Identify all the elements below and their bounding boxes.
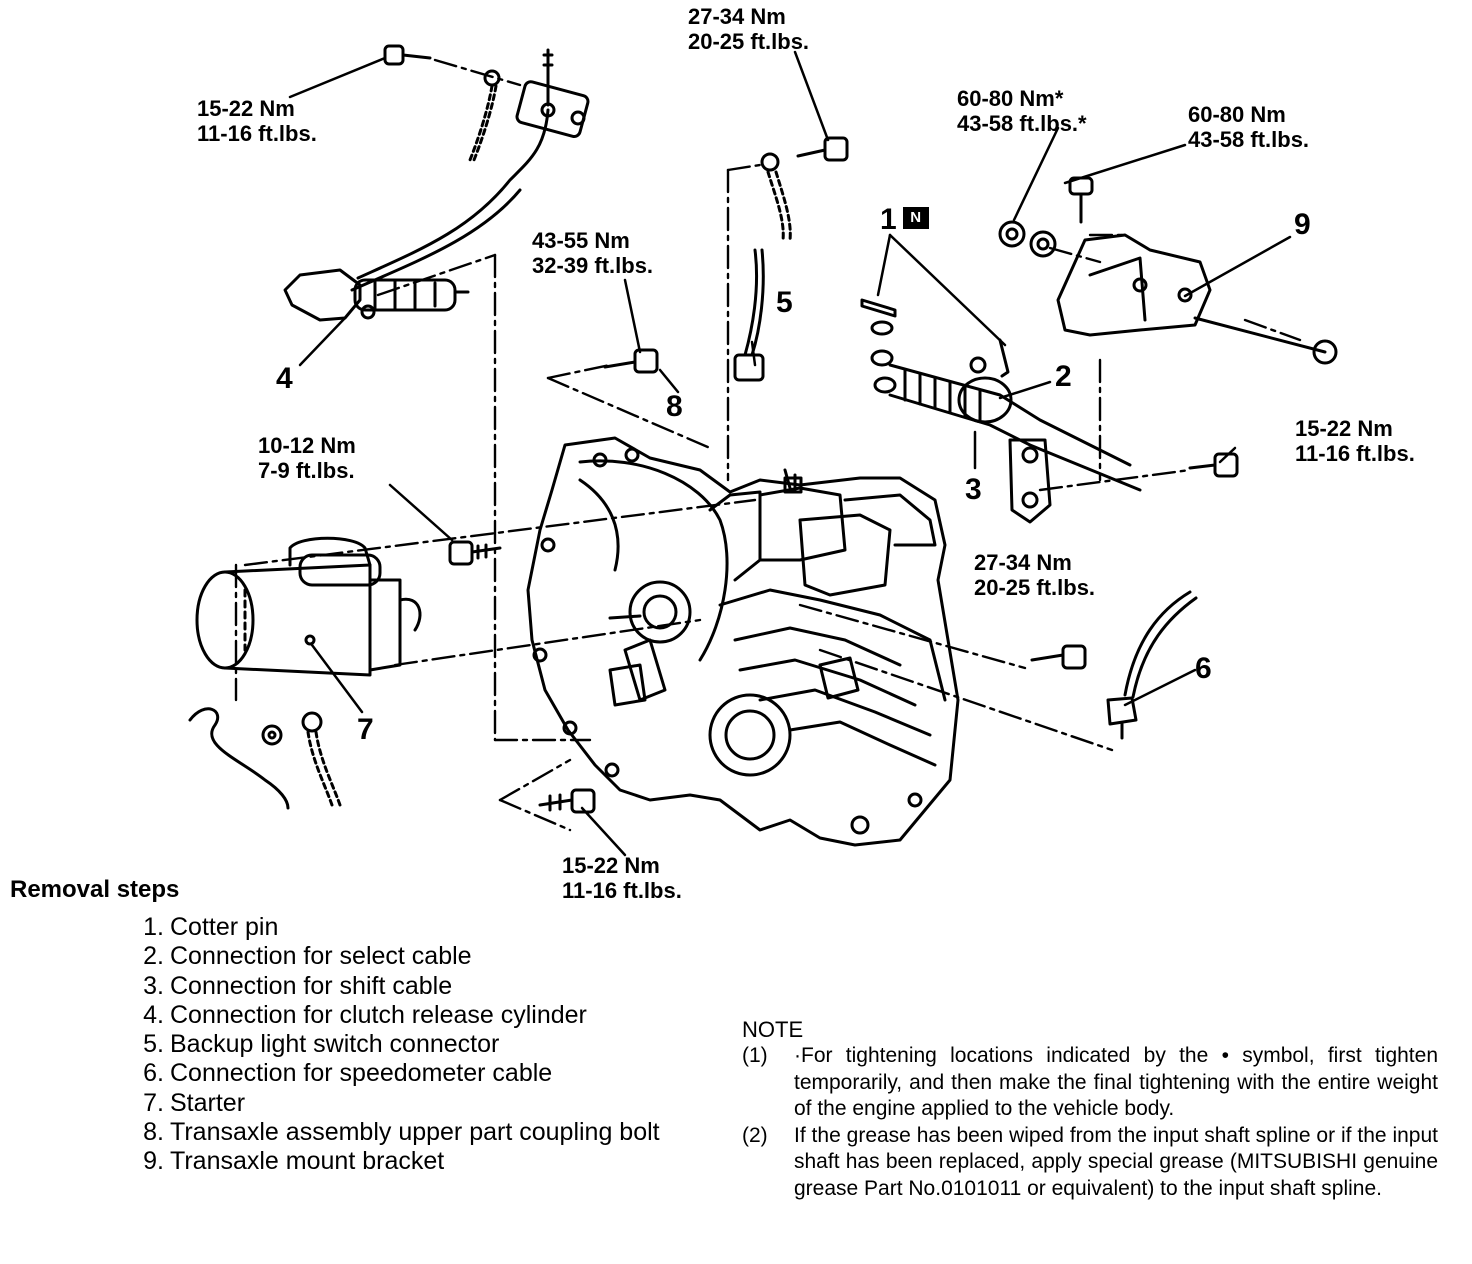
callout-9: 9	[1294, 208, 1311, 241]
callout-4: 4	[276, 362, 293, 395]
starter-motor	[195, 536, 422, 677]
callout-3: 3	[965, 473, 982, 506]
shift-select-cables	[870, 349, 1142, 524]
cotter-pin	[860, 298, 1010, 378]
note-title: NOTE	[742, 1017, 804, 1042]
callout-5: 5	[776, 286, 793, 319]
note-list: (1)·For tightening locations indicated b…	[742, 1043, 1438, 1203]
alignment-lines	[234, 58, 1302, 832]
list-item: 2.Connection for select cable	[143, 942, 472, 971]
callout-7: 7	[357, 713, 374, 746]
callout-2: 2	[1055, 360, 1072, 393]
starter-bolt	[448, 540, 502, 566]
note-item: (2)If the grease has been wiped from the…	[742, 1123, 1438, 1200]
removal-steps-title: Removal steps	[10, 876, 180, 903]
new-part-badge: N	[902, 207, 929, 230]
list-item: 5.Backup light switch connector	[143, 1030, 500, 1059]
note-item: (1)·For tightening locations indicated b…	[742, 1044, 1438, 1121]
list-item: 3.Connection for shift cable	[143, 971, 453, 1000]
list-item: 8.Transaxle assembly upper part coupling…	[143, 1118, 660, 1147]
starter-wiring	[188, 707, 342, 810]
transaxle-housing	[526, 436, 960, 847]
coupling-bolt-8	[603, 348, 659, 374]
transaxle-mount-bracket	[1056, 233, 1338, 365]
clutch-release-cylinder	[283, 44, 590, 322]
list-item: 7.Starter	[143, 1088, 246, 1117]
shift-bracket-bolt	[1188, 452, 1239, 478]
right-side-bolt	[1030, 644, 1087, 670]
speedometer-cable	[1106, 590, 1198, 740]
transaxle-exploded-diagram	[188, 44, 1338, 857]
ground-strap-upper	[760, 136, 849, 242]
list-item: 1.Cotter pin	[143, 913, 279, 941]
list-item: 9.Transaxle mount bracket	[143, 1147, 445, 1176]
mount-nuts	[998, 176, 1094, 258]
callout-6: 6	[1195, 652, 1212, 685]
lower-coupling-bolt	[538, 788, 596, 814]
backup-light-connector	[733, 248, 765, 382]
callout-8: 8	[666, 390, 683, 423]
removal-steps-list: 1.Cotter pin 2.Connection for select cab…	[120, 913, 700, 1177]
torque-label-mount-nut: 60-80 Nm*43-58 ft.lbs.*	[957, 86, 1087, 136]
list-item: 6.Connection for speedometer cable	[143, 1059, 553, 1088]
list-item: 4.Connection for clutch release cylinder	[143, 1000, 587, 1029]
leader-lines	[288, 50, 1292, 857]
